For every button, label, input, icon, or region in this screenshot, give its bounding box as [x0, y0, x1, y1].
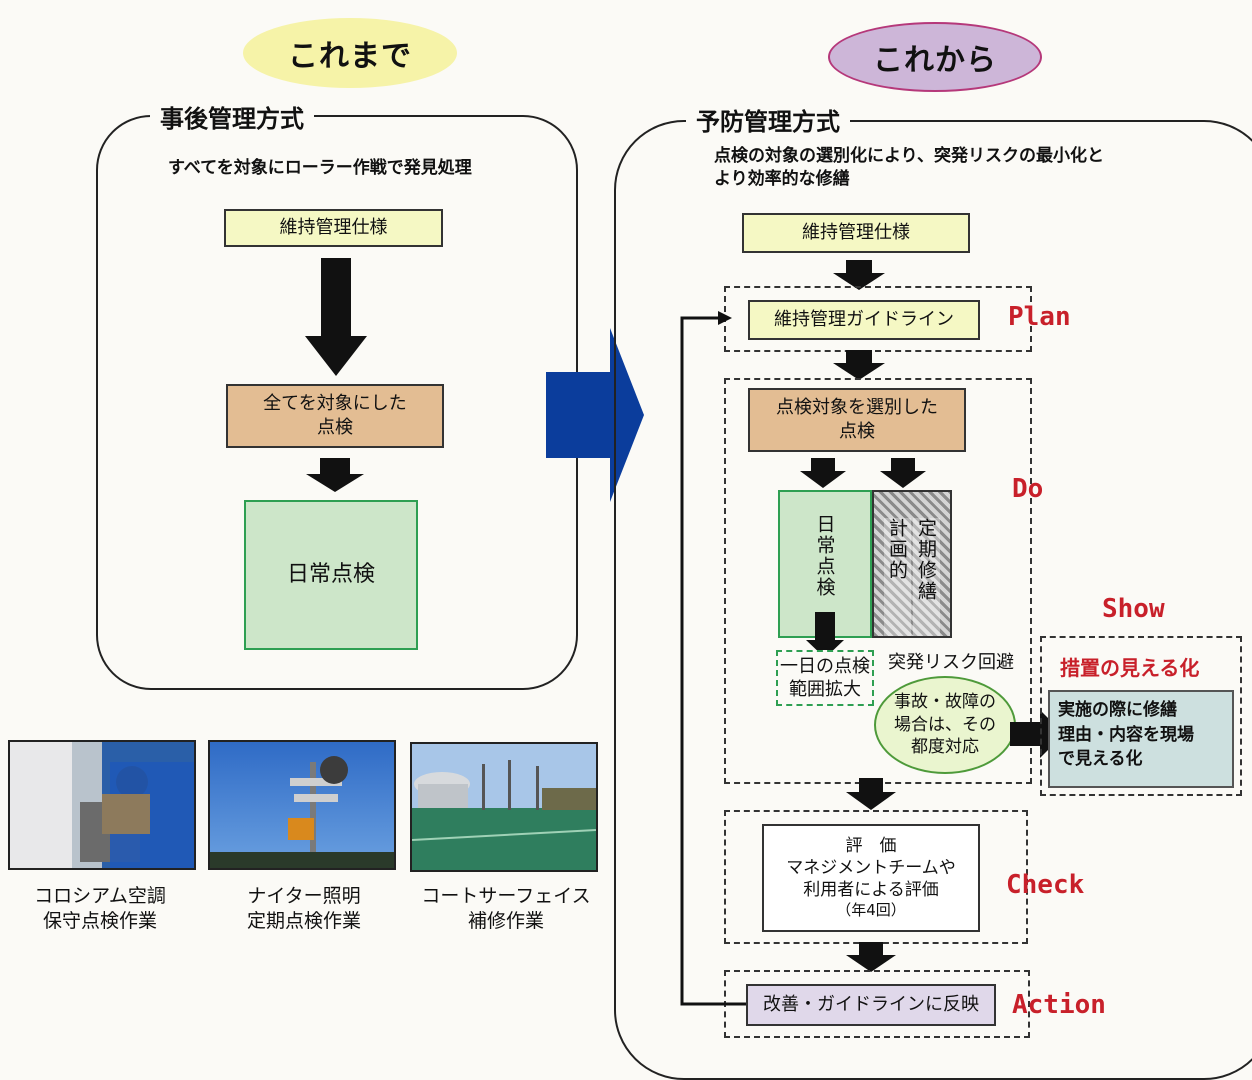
expand-down-arrow: [806, 612, 844, 658]
guideline-label: 維持管理ガイドライン: [774, 308, 954, 330]
photo-caption-2: ナイター照明 定期点検作業: [194, 884, 414, 933]
badge-before-label: これまで: [288, 39, 412, 74]
selected-inspection-line1: 点検対象を選別した: [776, 396, 938, 418]
selected-inspection-line2: 点検: [839, 421, 875, 442]
right-spec-box: 維持管理仕様: [742, 213, 970, 253]
photo-caption-1: コロシアム空調 保守点検作業: [0, 884, 210, 933]
phase-show: Show: [1102, 594, 1165, 624]
evaluation-line1: 評 価: [845, 836, 897, 857]
planned-repair-label-1: 計画的: [884, 518, 911, 636]
show-body-line2: 理由・内容を現場: [1058, 724, 1194, 745]
badge-after: これから: [828, 22, 1042, 92]
photo-court-surface: [410, 742, 598, 872]
left-heading: 事後管理方式: [150, 99, 314, 134]
expand-range-line2: 範囲拡大: [789, 679, 861, 700]
right-arrow-2: [833, 350, 885, 380]
phase-check: Check: [1006, 870, 1085, 900]
feedback-loop-arrow: [680, 311, 746, 1006]
photo-caption-1-line1: コロシアム空調: [34, 885, 166, 907]
photo-caption-3: コートサーフェイス 補修作業: [396, 884, 616, 933]
right-arrow-1: [833, 260, 885, 290]
left-small-down-arrow: [306, 458, 364, 492]
photo-caption-3-line2: 補修作業: [467, 909, 544, 932]
right-arrow-4: [846, 942, 896, 972]
photo-caption-2-line2: 定期点検作業: [246, 909, 361, 932]
show-body-box: 実施の際に修繕 理由・内容を現場 で見える化: [1048, 690, 1234, 788]
risk-avoidance-label: 突発リスク回避: [888, 652, 1014, 673]
left-all-inspection-box: 全てを対象にした 点検: [226, 384, 444, 448]
show-body-line3: で見える化: [1058, 749, 1143, 770]
action-box-label: 改善・ガイドラインに反映: [763, 993, 979, 1015]
left-all-inspection-line1: 全てを対象にした: [263, 392, 407, 414]
right-subtitle-line2: より効率的な修繕: [714, 168, 850, 189]
right-subtitle: 点検の対象の選別化により、突発リスクの最小化と より効率的な修繕: [714, 145, 1104, 191]
left-subtitle: すべてを対象にローラー作戦で発見処理: [168, 158, 472, 178]
transition-arrow: [546, 328, 644, 502]
right-heading: 予防管理方式: [686, 102, 850, 137]
action-box: 改善・ガイドラインに反映: [746, 984, 996, 1026]
photo-night-lighting: [208, 740, 396, 870]
evaluation-box: 評 価 マネジメントチームや 利用者による評価 （年4回）: [762, 824, 980, 932]
guideline-box: 維持管理ガイドライン: [748, 300, 980, 340]
right-spec-label: 維持管理仕様: [802, 221, 910, 243]
expand-range-box: 一日の点検 範囲拡大: [776, 650, 874, 706]
right-subtitle-line1: 点検の対象の選別化により、突発リスクの最小化と: [714, 146, 1104, 166]
badge-before: これまで: [243, 18, 457, 88]
right-arrow-3: [846, 778, 896, 810]
photo-colosseum-aircon: [8, 740, 196, 870]
phase-do: Do: [1012, 474, 1044, 504]
left-big-down-arrow: [305, 258, 367, 376]
expand-range-line1: 一日の点検: [780, 655, 870, 677]
left-all-inspection-line2: 点検: [317, 417, 353, 438]
evaluation-line4: （年4回）: [836, 901, 906, 920]
photo-caption-2-line1: ナイター照明: [247, 885, 361, 907]
phase-plan: Plan: [1008, 302, 1071, 332]
photo-caption-1-line2: 保守点検作業: [42, 909, 157, 932]
phase-action: Action: [1012, 990, 1106, 1020]
evaluation-line3: 利用者による評価: [803, 880, 939, 901]
incident-bubble-line1: 事故・故障の: [894, 691, 996, 712]
do-arrow-right: [880, 458, 926, 488]
show-body-line1: 実施の際に修繕: [1058, 700, 1177, 720]
incident-bubble-line3: 都度対応: [911, 737, 979, 758]
incident-bubble: 事故・故障の 場合は、その 都度対応: [874, 676, 1016, 774]
selected-inspection-box: 点検対象を選別した 点検: [748, 388, 966, 452]
planned-repair-label-2: 定期修繕: [913, 518, 940, 636]
badge-after-label: これから: [873, 43, 997, 78]
daily-inspection-column-label: 日常点検: [813, 514, 836, 598]
left-spec-box: 維持管理仕様: [224, 209, 443, 247]
planned-repair-column: 計画的 定期修繕: [872, 490, 952, 638]
left-daily-inspection-box: 日常点検: [244, 500, 418, 650]
show-title: 措置の見える化: [1060, 656, 1200, 680]
incident-bubble-line2: 場合は、その: [894, 714, 996, 735]
photo-caption-3-line1: コートサーフェイス: [421, 885, 591, 907]
evaluation-line2: マネジメントチームや: [786, 858, 956, 879]
do-arrow-left: [800, 458, 846, 488]
left-spec-label: 維持管理仕様: [279, 216, 388, 238]
show-section: [1040, 636, 1242, 796]
left-daily-inspection-label: 日常点検: [286, 562, 375, 588]
